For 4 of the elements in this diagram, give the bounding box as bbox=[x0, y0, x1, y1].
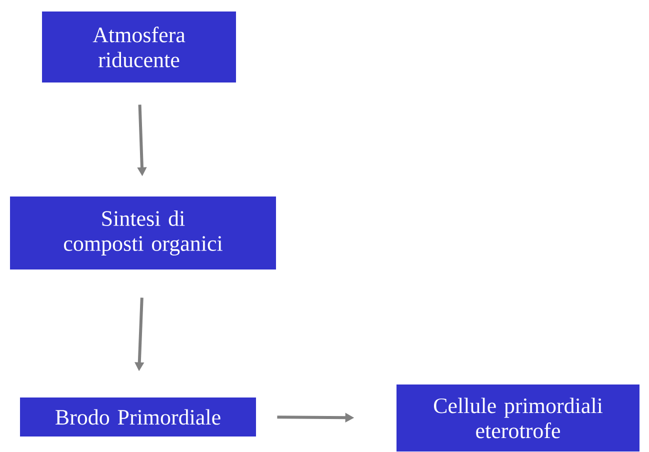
process-box: Cellule primordiali eterotrofe bbox=[396, 384, 640, 452]
process-box: Atmosfera riducente bbox=[42, 12, 236, 82]
process-box: Sintesi di composti organici bbox=[10, 196, 276, 270]
process-box: Brodo Primordiale bbox=[20, 398, 256, 436]
